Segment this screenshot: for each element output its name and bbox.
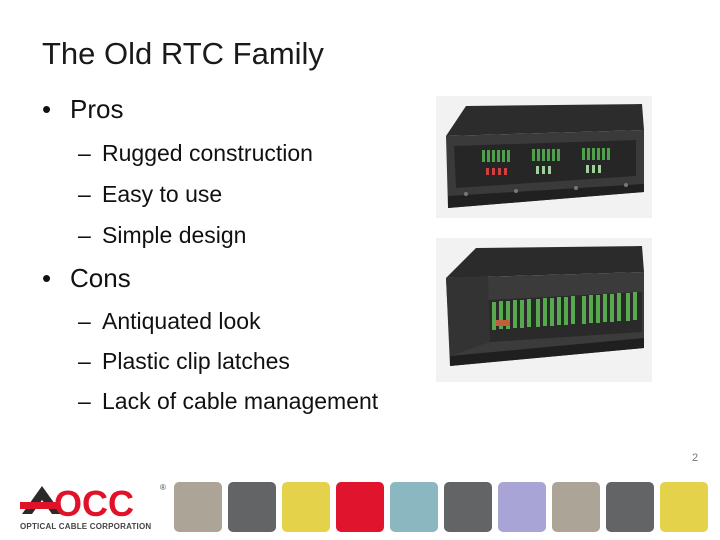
cons-item-text: Lack of cable management — [102, 388, 379, 414]
dash-icon: – — [78, 348, 91, 374]
cons-item: –Antiquated look — [78, 308, 261, 335]
bullet-dot-icon: • — [42, 94, 52, 124]
pros-item-text: Rugged construction — [102, 140, 313, 166]
registered-mark: ® — [160, 483, 166, 492]
dash-icon: – — [78, 140, 91, 166]
bullet-pros: • Pros — [42, 94, 123, 125]
cons-item: –Lack of cable management — [78, 388, 378, 415]
color-tile — [282, 482, 330, 532]
occ-logo-mark-icon: OCC ® — [20, 483, 166, 524]
color-tile — [228, 482, 276, 532]
product-photo-2u — [436, 96, 652, 218]
product-photo-3u — [436, 238, 652, 382]
logo-wordmark: OCC — [54, 483, 134, 522]
dash-icon: – — [78, 388, 91, 414]
dash-icon: – — [78, 308, 91, 334]
dash-icon: – — [78, 181, 91, 207]
dash-icon: – — [78, 222, 91, 248]
page-number: 2 — [692, 452, 699, 464]
logo-tagline: OPTICAL CABLE CORPORATION — [20, 522, 152, 531]
bullet-cons: • Cons — [42, 263, 131, 294]
cons-heading: Cons — [70, 263, 131, 293]
rack-enclosure-3u-image — [436, 238, 652, 382]
cons-item: –Plastic clip latches — [78, 348, 290, 375]
color-tile — [336, 482, 384, 532]
color-tile — [660, 482, 708, 532]
color-tile — [606, 482, 654, 532]
pros-item-text: Easy to use — [102, 181, 223, 207]
pros-heading: Pros — [70, 94, 124, 124]
color-tile — [552, 482, 600, 532]
pros-item-text: Simple design — [102, 222, 247, 248]
color-tile — [498, 482, 546, 532]
pros-item: –Simple design — [78, 222, 246, 249]
rack-enclosure-2u-image — [436, 96, 652, 218]
cons-item-text: Plastic clip latches — [102, 348, 290, 374]
bullet-dot-icon: • — [42, 263, 52, 293]
occ-logo: OCC ® OPTICAL CABLE CORPORATION — [20, 480, 170, 534]
slide-title: The Old RTC Family — [42, 36, 324, 71]
pros-item: –Easy to use — [78, 181, 222, 208]
cons-item-text: Antiquated look — [102, 308, 261, 334]
pros-item: –Rugged construction — [78, 140, 313, 167]
color-tile — [174, 482, 222, 532]
color-tile — [390, 482, 438, 532]
color-tile — [444, 482, 492, 532]
